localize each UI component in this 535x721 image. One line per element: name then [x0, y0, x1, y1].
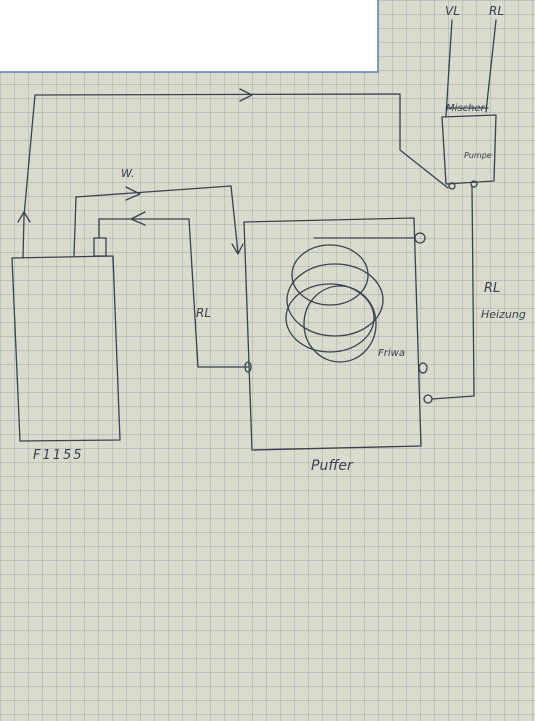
heatpump-connector: [93, 237, 107, 257]
cover-sheet: [0, 0, 379, 73]
label-rl-heizung-2: Heizung: [481, 308, 526, 321]
label-heatpump: F1155: [33, 448, 84, 463]
label-rl-top: RL: [489, 4, 504, 18]
label-ww: W.: [121, 167, 134, 180]
coil-loop-2: [286, 263, 384, 337]
label-rl-heizung-1: RL: [484, 281, 500, 296]
coil-loop-1: [291, 244, 369, 306]
label-pumpe: Pumpe: [464, 151, 492, 160]
pump-port-left: [448, 182, 456, 190]
heating-return-line: [431, 185, 475, 400]
pump-port-right: [470, 180, 478, 188]
label-rl-left: RL: [196, 306, 211, 320]
return-line-left: [98, 218, 249, 368]
supply-line: [22, 93, 449, 259]
buffer-port-top-right: [414, 232, 426, 244]
heatpump-box: [11, 255, 121, 442]
supply-arrow-right: [239, 88, 253, 102]
coil-loop-3: [285, 283, 375, 353]
supply-arrow-up: [17, 211, 31, 223]
heating-supply-line: [445, 19, 453, 117]
label-friwa: Friwa: [378, 348, 405, 359]
heating-return-top-line: [485, 19, 497, 113]
label-mischer: Mischer: [446, 103, 486, 114]
return-arrow: [130, 211, 146, 226]
buffer-port-left: [244, 361, 252, 373]
label-buffer: Puffer: [311, 458, 354, 474]
buffer-tank: [243, 217, 422, 451]
label-vl-top: VL: [445, 4, 460, 18]
buffer-port-friwa: [418, 362, 428, 374]
ww-line: [73, 185, 239, 257]
coil-loop-4: [303, 285, 377, 363]
mixer-pump-box: [441, 114, 497, 185]
ww-arrow: [125, 186, 141, 201]
ww-arrow-down: [231, 243, 244, 255]
